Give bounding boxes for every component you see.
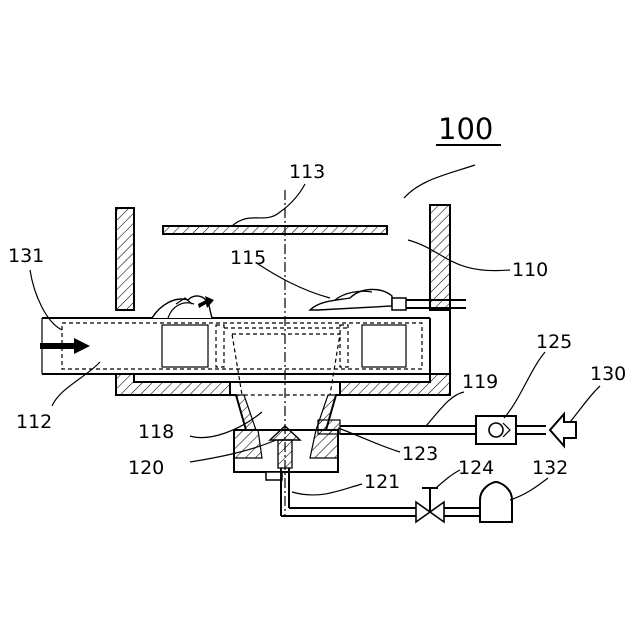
leader-131: [30, 270, 62, 330]
label-118: 118: [138, 421, 174, 443]
burner-funnel-dashed: [224, 328, 348, 395]
duct-gap-right: [340, 325, 348, 367]
leader-124: [436, 470, 460, 488]
figure-title: 100: [438, 112, 493, 146]
nozzle: [270, 426, 300, 468]
label-131: 131: [8, 245, 44, 267]
label-113: 113: [289, 161, 325, 183]
leader-121: [292, 484, 362, 495]
label-119: 119: [462, 371, 498, 393]
leader-130: [570, 386, 600, 422]
fuel-pile: [152, 289, 392, 318]
label-110: 110: [512, 259, 548, 281]
label-120: 120: [128, 457, 164, 479]
fuel-tank: [480, 482, 512, 522]
duct-gap-left: [216, 325, 224, 367]
port-123: [318, 420, 340, 434]
leader-100: [404, 165, 475, 198]
leader-110: [408, 240, 510, 271]
leader-119: [426, 392, 464, 426]
inlet-arrow: [40, 338, 90, 354]
label-123: 123: [402, 443, 438, 465]
right-wall: [430, 205, 450, 310]
label-112: 112: [16, 411, 52, 433]
label-130: 130: [590, 363, 626, 385]
left-wall: [116, 208, 134, 310]
label-124: 124: [458, 457, 494, 479]
lid-plate: [163, 226, 387, 234]
leader-115: [258, 264, 330, 298]
leader-123: [338, 428, 400, 452]
pipe-119: [340, 426, 476, 434]
label-121: 121: [364, 471, 400, 493]
air-duct: [42, 318, 430, 374]
leader-125: [504, 352, 545, 418]
valve-124: [416, 488, 444, 522]
label-125: 125: [536, 331, 572, 353]
duct-block-right: [362, 325, 406, 367]
leader-113: [232, 184, 305, 226]
duct-block-left: [162, 325, 208, 367]
label-132: 132: [532, 457, 568, 479]
leader-132: [510, 478, 548, 500]
label-115: 115: [230, 247, 266, 269]
check-valve: [476, 416, 516, 444]
